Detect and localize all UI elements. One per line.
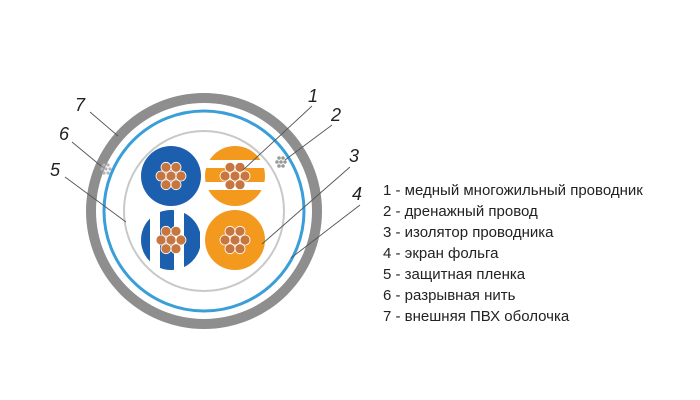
legend-item-foil-screen: 4 - экран фольга bbox=[383, 245, 499, 262]
jacket-inner-space bbox=[96, 103, 312, 319]
leader-line-3 bbox=[261, 166, 351, 245]
legend-item-copper-conductor: 1 - медный многожильный проводник bbox=[383, 182, 643, 199]
callout-4: 4 bbox=[352, 184, 362, 204]
callout-3: 3 bbox=[349, 146, 359, 166]
copper-strands bbox=[155, 161, 187, 191]
callout-6: 6 bbox=[59, 124, 70, 144]
callout-7: 7 bbox=[75, 95, 86, 115]
legend-item-conductor-insulation: 3 - изолятор проводника bbox=[383, 224, 554, 241]
legend-item-drain-wire: 2 - дренажный провод bbox=[383, 203, 538, 220]
legend-item-rip-cord: 6 - разрывная нить bbox=[383, 287, 516, 304]
legend: 1 - медный многожильный проводник 2 - др… bbox=[383, 180, 643, 327]
foil-screen bbox=[102, 109, 306, 313]
leader-line-1 bbox=[242, 105, 313, 171]
rip-cord bbox=[100, 163, 112, 175]
leader-line-2 bbox=[284, 124, 333, 161]
callout-2: 2 bbox=[330, 105, 341, 125]
leader-line-7 bbox=[89, 111, 119, 137]
leader-line-5 bbox=[64, 176, 127, 223]
callout-5: 5 bbox=[50, 160, 61, 180]
leader-lines bbox=[64, 105, 361, 259]
copper-strands bbox=[219, 225, 251, 255]
copper-strands bbox=[219, 161, 251, 191]
drain-wire bbox=[275, 156, 287, 168]
callout-1: 1 bbox=[308, 86, 318, 106]
copper-strands bbox=[155, 225, 187, 255]
protective-film bbox=[123, 130, 285, 292]
conductor-orange-solid bbox=[205, 210, 265, 270]
legend-item-outer-jacket: 7 - внешняя ПВХ оболочка bbox=[383, 308, 570, 325]
conductor-blue-white bbox=[141, 210, 201, 270]
conductor-blue-solid bbox=[141, 146, 201, 206]
leader-line-6 bbox=[71, 141, 102, 167]
legend-item-protective-film: 5 - защитная пленка bbox=[383, 266, 526, 283]
leader-line-4 bbox=[290, 204, 361, 259]
